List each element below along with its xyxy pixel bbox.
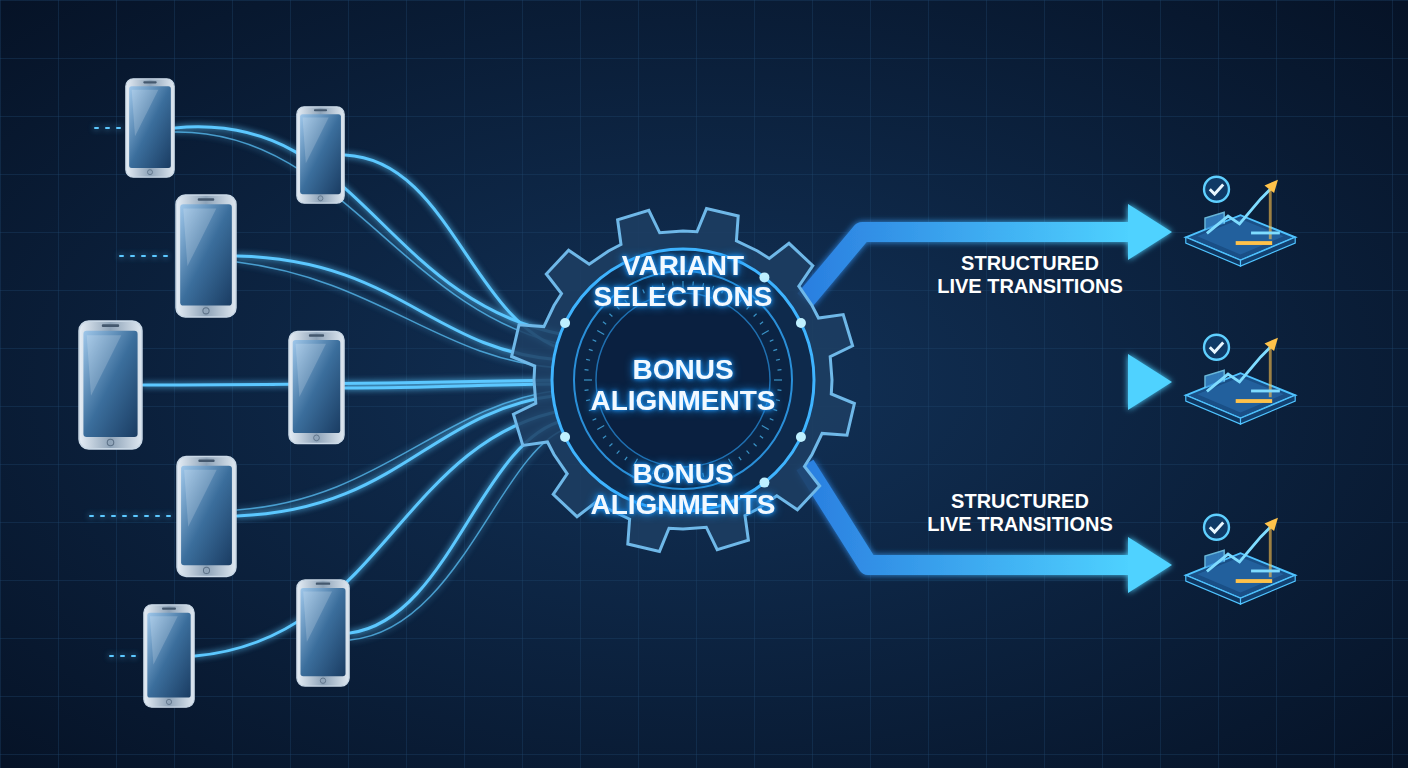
output-arrows — [805, 204, 1172, 593]
flow-label: STRUCTURED LIVE TRANSITIONS — [905, 252, 1155, 298]
flow-label: STRUCTURED LIVE TRANSITIONS — [895, 490, 1145, 536]
gear-label: VARIANT SELECTIONS — [563, 250, 803, 312]
gear-node: VARIANT SELECTIONS BONUS ALIGNMENTS BONUS … — [508, 205, 858, 555]
result-charts — [1186, 177, 1295, 604]
gear-label: BONUS ALIGNMENTS — [563, 458, 803, 520]
gear-label: BONUS ALIGNMENTS — [563, 354, 803, 416]
gear-text-column: VARIANT SELECTIONS BONUS ALIGNMENTS BONUS … — [508, 205, 858, 555]
phones — [79, 79, 349, 707]
data-streams — [90, 127, 568, 656]
